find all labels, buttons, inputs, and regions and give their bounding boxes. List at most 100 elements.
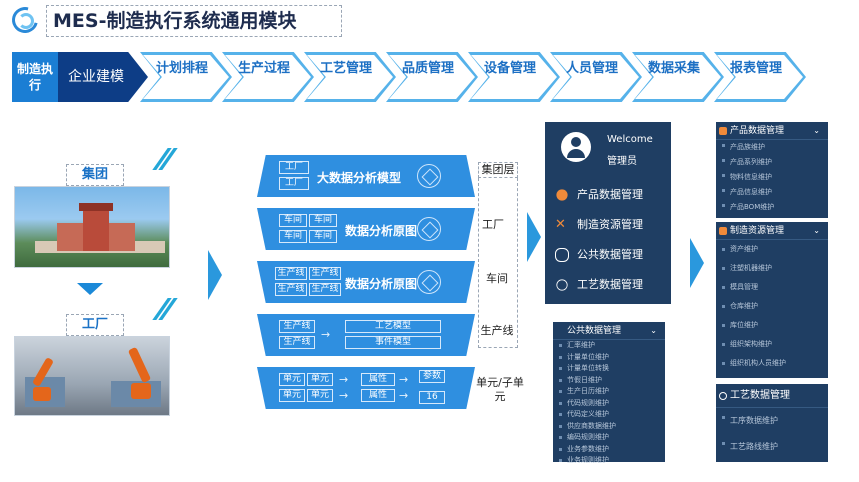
process-step-label: 设备管理 <box>483 61 536 76</box>
process-first: 制造执行 <box>12 52 58 102</box>
panel-item[interactable]: 计量单位维护 <box>553 352 665 364</box>
process-step-equipment[interactable]: 设备管理 <box>468 52 560 102</box>
model-row-workshop: 生产线 生产线 生产线 生产线 数据分析原图 <box>257 261 475 303</box>
menu-item-public[interactable]: 公共数据管理 <box>555 246 643 264</box>
database-icon <box>719 127 727 135</box>
process-step-data[interactable]: 数据采集 <box>632 52 724 102</box>
panel-item[interactable]: 业务规则维护 <box>553 455 665 467</box>
chevron-down-icon: ⌄ <box>813 226 820 235</box>
panel-item[interactable]: 工序数据维护 <box>716 408 828 434</box>
model-cell: 单元 <box>307 389 333 402</box>
product-data-panel: 产品数据管理 ⌄ 产品族维护 产品系列维护 物料信息维护 产品信息维护 产品BO… <box>716 122 828 218</box>
panel-item[interactable]: 组织架构维护 <box>716 335 828 354</box>
panel-header[interactable]: 公共数据管理 ⌄ <box>553 322 665 340</box>
panel-item[interactable]: 业务参数维护 <box>553 444 665 456</box>
model-row-factory: 车间 车间 车间 车间 数据分析原图 <box>257 208 475 250</box>
panel-title: 产品数据管理 <box>730 126 785 136</box>
param-value: 16 <box>419 391 445 404</box>
process-step-label: 计划排程 <box>155 61 208 76</box>
menu-item-product[interactable]: 产品数据管理 <box>555 186 643 204</box>
panel-item[interactable]: 汇率维护 <box>553 340 665 352</box>
process-step-personnel[interactable]: 人员管理 <box>550 52 642 102</box>
panel-item[interactable]: 库位维护 <box>716 316 828 335</box>
level-label: 集团层 <box>478 162 518 178</box>
model-row-group: 工厂 工厂 大数据分析模型 <box>257 155 475 197</box>
model-cell: 工艺模型 <box>345 320 441 333</box>
panel-header[interactable]: 制造资源管理 ⌄ <box>716 222 828 240</box>
panel-header[interactable]: 产品数据管理 ⌄ <box>716 122 828 140</box>
public-data-panel: 公共数据管理 ⌄ 汇率维护 计量单位维护 计量单位转换 节假日维护 生产日历维护… <box>553 322 665 464</box>
model-cell: 生产线 <box>309 283 341 296</box>
process-step-active[interactable]: 企业建模 <box>58 52 148 102</box>
model-row-line: 生产线 生产线 → 工艺模型 事件模型 <box>257 314 475 356</box>
process-step-craft[interactable]: 工艺管理 <box>304 52 396 102</box>
group-building-image <box>14 186 170 268</box>
user-name: 管理员 <box>607 156 637 167</box>
panel-header[interactable]: 工艺数据管理 <box>716 384 828 408</box>
panel-item[interactable]: 代码定义维护 <box>553 409 665 421</box>
flow-arrow-icon <box>690 238 704 288</box>
welcome-text: Welcome <box>607 134 653 145</box>
panel-item[interactable]: 仓库维护 <box>716 297 828 316</box>
model-cell: 车间 <box>279 214 307 227</box>
panel-item[interactable]: 计量单位转换 <box>553 363 665 375</box>
model-cell: 车间 <box>309 230 337 243</box>
model-cell: 单元 <box>307 373 333 386</box>
model-cell: 生产线 <box>279 320 315 333</box>
process-step-production[interactable]: 生产过程 <box>222 52 314 102</box>
panel-item[interactable]: 产品族维护 <box>716 140 828 155</box>
panel-item[interactable]: 资产维护 <box>716 240 828 259</box>
panel-item[interactable]: 产品系列维护 <box>716 155 828 170</box>
network-icon <box>417 217 441 241</box>
model-cell: 工厂 <box>279 161 309 174</box>
process-step-quality[interactable]: 品质管理 <box>386 52 478 102</box>
process-bar: 制造执行 企业建模 计划排程 生产过程 工艺管理 品质管理 设备管理 人员管理 … <box>12 52 848 102</box>
process-step-label: 品质管理 <box>401 61 454 76</box>
group-label: 集团 <box>66 164 124 186</box>
panel-item[interactable]: 组织机构人员维护 <box>716 354 828 373</box>
process-step-plan[interactable]: 计划排程 <box>140 52 232 102</box>
panel-item[interactable]: 物料信息维护 <box>716 170 828 185</box>
panel-item[interactable]: 供应商数据维护 <box>553 421 665 433</box>
database-icon <box>556 189 568 201</box>
network-icon <box>417 270 441 294</box>
panel-item[interactable]: 编码规则维护 <box>553 432 665 444</box>
panel-item[interactable]: 工艺路线维护 <box>716 434 828 460</box>
menu-item-resource[interactable]: ✕ 制造资源管理 <box>555 216 643 234</box>
process-step-label: 报表管理 <box>729 61 782 76</box>
menu-item-process[interactable]: 工艺数据管理 <box>555 276 643 294</box>
storage-icon <box>555 248 569 262</box>
tools-icon: ✕ <box>555 217 566 232</box>
level-label: 生产线 <box>480 324 514 337</box>
panel-item[interactable]: 产品信息维护 <box>716 185 828 200</box>
model-cell: 生产线 <box>309 267 341 280</box>
process-step-label: 数据采集 <box>647 61 700 76</box>
process-step-label: 工艺管理 <box>319 61 372 76</box>
panel-item[interactable]: 代码规则维护 <box>553 398 665 410</box>
factory-robot-image <box>14 336 170 416</box>
arrow-right-icon: → <box>339 389 349 402</box>
panel-item[interactable]: 节假日维护 <box>553 375 665 387</box>
model-cell: 生产线 <box>275 283 307 296</box>
arrow-right-icon: → <box>339 373 349 386</box>
model-cell: 工厂 <box>279 177 309 190</box>
model-cell: 单元 <box>279 389 305 402</box>
model-cell: 生产线 <box>279 336 315 349</box>
model-cell: 生产线 <box>275 267 307 280</box>
panel-item[interactable]: 产品BOM维护 <box>716 200 828 215</box>
page-title: MES-制造执行系统通用模块 <box>46 5 342 37</box>
panel-item[interactable]: 模具管理 <box>716 278 828 297</box>
chevron-down-icon: ⌄ <box>813 126 820 135</box>
user-avatar-icon <box>561 132 591 162</box>
process-step-report[interactable]: 报表管理 <box>714 52 806 102</box>
process-step-label: 人员管理 <box>565 61 618 76</box>
chevron-down-icon: ⌄ <box>650 326 657 335</box>
factory-label: 工厂 <box>66 314 124 336</box>
panel-item[interactable]: 注塑机器维护 <box>716 259 828 278</box>
panel-item[interactable]: 生产日历维护 <box>553 386 665 398</box>
search-icon <box>719 392 727 400</box>
model-row-title: 数据分析原图 <box>345 224 418 238</box>
level-connector <box>478 178 518 348</box>
network-icon <box>417 164 441 188</box>
menu-item-label: 产品数据管理 <box>577 188 643 201</box>
